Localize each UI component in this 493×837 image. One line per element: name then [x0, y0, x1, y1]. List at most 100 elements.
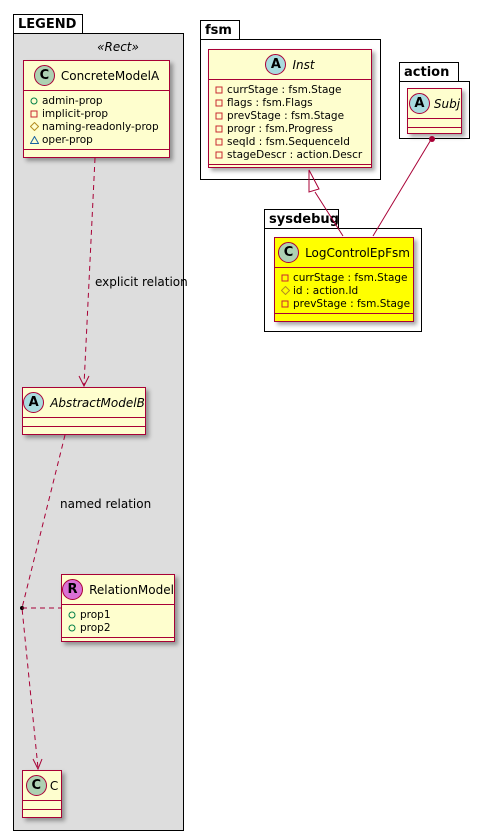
diamond-open-icon — [281, 286, 293, 295]
class-name: Subj — [433, 96, 461, 111]
class-header: C C — [23, 771, 61, 801]
fsm-package — [200, 39, 381, 180]
attribute-text: admin-prop — [42, 94, 103, 107]
class-header: A Inst — [209, 50, 371, 80]
attribute-row: prevStage : fsm.Stage — [215, 109, 365, 122]
sysdebug-package-tab: sysdebug — [264, 209, 339, 228]
fsm-package-tab: fsm — [200, 20, 240, 39]
attribute-row: currStage : fsm.Stage — [281, 271, 408, 284]
attribute-text: prevStage : fsm.Stage — [293, 297, 411, 310]
attribute-text: currStage : fsm.Stage — [293, 271, 408, 284]
diamond-open-icon — [30, 122, 42, 131]
class-badge-icon: A — [408, 93, 430, 114]
attribute-text: progr : fsm.Progress — [227, 122, 333, 135]
composition-line — [372, 137, 433, 237]
attributes-section — [23, 418, 145, 427]
attribute-row: currStage : fsm.Stage — [215, 83, 365, 96]
attributes-section — [23, 801, 61, 810]
explicit-relation-line — [83, 157, 96, 386]
abstract-model-b-class[interactable]: A AbstractModelB — [22, 387, 146, 435]
relation-model-class[interactable]: R RelationModel prop1 prop2 — [61, 574, 175, 642]
square-open-icon — [215, 151, 227, 159]
square-open-icon — [281, 274, 293, 282]
square-open-icon — [215, 99, 227, 107]
attribute-row: flags : fsm.Flags — [215, 96, 365, 109]
target-model-c-class[interactable]: C C — [22, 770, 62, 818]
attributes-section — [408, 119, 461, 128]
attribute-row: id : action.Id — [281, 284, 407, 297]
class-name: LogControlEpFsm — [305, 245, 410, 260]
attribute-list: prop1 prop2 — [62, 605, 174, 638]
class-header: C ConcreteModelA — [24, 61, 169, 91]
legend-package-tab: LEGEND — [13, 14, 83, 33]
class-badge-icon: A — [23, 392, 45, 413]
class-badge-icon: C — [33, 65, 55, 86]
circle-open-icon — [68, 624, 80, 632]
class-badge-icon: C — [25, 775, 47, 796]
triangle-open-icon — [30, 135, 42, 144]
attribute-text: prevStage : fsm.Stage — [227, 109, 345, 122]
class-name: C — [49, 778, 59, 793]
attribute-list: currStage : fsm.Stage id : action.Id pre… — [275, 268, 413, 314]
square-open-icon — [215, 112, 227, 120]
inst-class[interactable]: A Inst currStage : fsm.Stage flags : fsm… — [208, 49, 372, 168]
attribute-row: progr : fsm.Progress — [215, 122, 365, 135]
class-name: AbstractModelB — [50, 395, 145, 410]
attribute-row: prevStage : fsm.Stage — [281, 297, 411, 310]
class-badge-icon: A — [265, 54, 287, 75]
named-relation-arrowhead — [32, 758, 43, 771]
subj-class[interactable]: A Subj — [407, 88, 462, 134]
attribute-row: implicit-prop — [30, 107, 163, 120]
named-relation-label: named relation — [60, 497, 152, 511]
class-badge-icon: R — [62, 579, 84, 600]
attribute-row: prop1 — [68, 608, 168, 621]
explicit-relation-arrowhead — [78, 375, 90, 388]
attribute-row: stageDescr : action.Descr — [215, 148, 365, 161]
log-control-ep-fsm-class[interactable]: C LogControlEpFsm currStage : fsm.Stage … — [274, 237, 414, 322]
sysdebug-package — [264, 228, 422, 332]
circle-open-icon — [30, 97, 42, 105]
legend-stereotype: «Rect» — [97, 40, 139, 54]
square-open-icon — [215, 86, 227, 94]
inheritance-arrowhead — [308, 169, 320, 193]
attribute-text: prop2 — [80, 621, 111, 634]
inheritance-line — [314, 191, 344, 237]
attribute-text: naming-readonly-prop — [42, 120, 159, 133]
class-header: A Subj — [408, 89, 461, 119]
attribute-text: seqId : fsm.SequenceId — [227, 135, 350, 148]
legend-package-label: LEGEND — [18, 17, 77, 32]
composition-end-dot — [429, 136, 435, 142]
class-header: A AbstractModelB — [23, 388, 145, 418]
circle-open-icon — [68, 611, 80, 619]
class-header: R RelationModel — [62, 575, 174, 605]
square-open-icon — [281, 300, 293, 308]
attribute-text: stageDescr : action.Descr — [227, 148, 363, 161]
class-badge-icon: C — [278, 242, 300, 263]
class-name: RelationModel — [89, 582, 174, 597]
attribute-text: flags : fsm.Flags — [227, 96, 313, 109]
named-relation-line — [21, 434, 66, 769]
concrete-model-a-class[interactable]: C ConcreteModelA admin-prop implicit-pro… — [23, 60, 170, 158]
attribute-text: id : action.Id — [293, 284, 359, 297]
class-header: C LogControlEpFsm — [275, 238, 413, 268]
attribute-row: admin-prop — [30, 94, 163, 107]
attribute-text: currStage : fsm.Stage — [227, 83, 342, 96]
attribute-text: implicit-prop — [42, 107, 109, 120]
attribute-list: currStage : fsm.Stage flags : fsm.Flags … — [209, 80, 371, 165]
class-name: ConcreteModelA — [60, 68, 160, 83]
square-open-icon — [30, 110, 42, 118]
attribute-list: admin-prop implicit-prop naming-readonly… — [24, 91, 169, 150]
attribute-row: naming-readonly-prop — [30, 120, 163, 133]
action-package-tab: action — [399, 62, 459, 81]
attribute-row: seqId : fsm.SequenceId — [215, 135, 365, 148]
attribute-text: prop1 — [80, 608, 111, 621]
attribute-row: oper-prop — [30, 133, 163, 146]
class-name: Inst — [292, 57, 315, 72]
square-open-icon — [215, 138, 227, 146]
attribute-row: prop2 — [68, 621, 168, 634]
square-open-icon — [215, 125, 227, 133]
attribute-text: oper-prop — [42, 133, 93, 146]
explicit-relation-label: explicit relation — [95, 275, 188, 289]
action-package-label: action — [404, 65, 450, 80]
